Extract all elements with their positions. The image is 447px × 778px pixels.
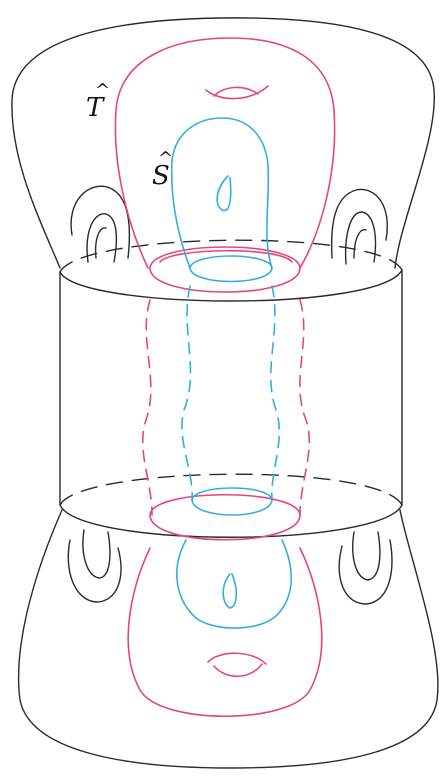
cylinder-bottom-front [60, 505, 402, 537]
handle-upper-right-core [354, 230, 366, 258]
s-bottom-loop [223, 574, 236, 608]
t-upper-dome [115, 38, 334, 268]
s-top-loop [217, 176, 231, 211]
t-lower-ring-back [150, 495, 300, 515]
t-left-strand [143, 300, 152, 515]
s-hat-letter: S [152, 161, 170, 191]
t-bottom-handle-b [214, 664, 262, 676]
s-left-strand [182, 286, 192, 500]
upper-bulb-outline [12, 18, 434, 268]
t-top-handle-b [214, 87, 258, 96]
lower-bulb-outline [19, 510, 438, 768]
handle-lower-left-outer [68, 540, 121, 602]
t-right-strand [300, 300, 309, 515]
label-t-hat: ^ T [86, 80, 110, 123]
s-right-strand [271, 286, 279, 500]
label-s-hat: ^ S [152, 148, 173, 191]
t-bottom-handle-a [208, 653, 266, 664]
s-lower-ring-back [192, 488, 272, 500]
handle-lower-left-inner [83, 530, 110, 578]
handle-upper-left-outer [71, 186, 129, 258]
s-lower-ring-front [192, 500, 272, 515]
t-upper-ring-front [150, 268, 300, 292]
s-upper-ring-back [190, 256, 272, 268]
cylinder-bottom-back [60, 474, 402, 505]
cylinder-top-front [60, 270, 402, 301]
handle-lower-right-outer [339, 540, 392, 604]
handle-lower-right-inner [353, 532, 380, 580]
t-hat-letter: T [86, 93, 105, 123]
surface-t-hat [115, 38, 334, 716]
s-lower-dome [177, 540, 291, 628]
outer-surface [12, 18, 438, 768]
s-upper-ring-front [190, 268, 272, 282]
s-upper-dome [172, 118, 272, 268]
t-lower-dome [128, 548, 322, 716]
handle-upper-right-inner [346, 212, 376, 264]
handle-upper-right-outer [332, 189, 388, 258]
surface-s-hat [172, 118, 292, 628]
